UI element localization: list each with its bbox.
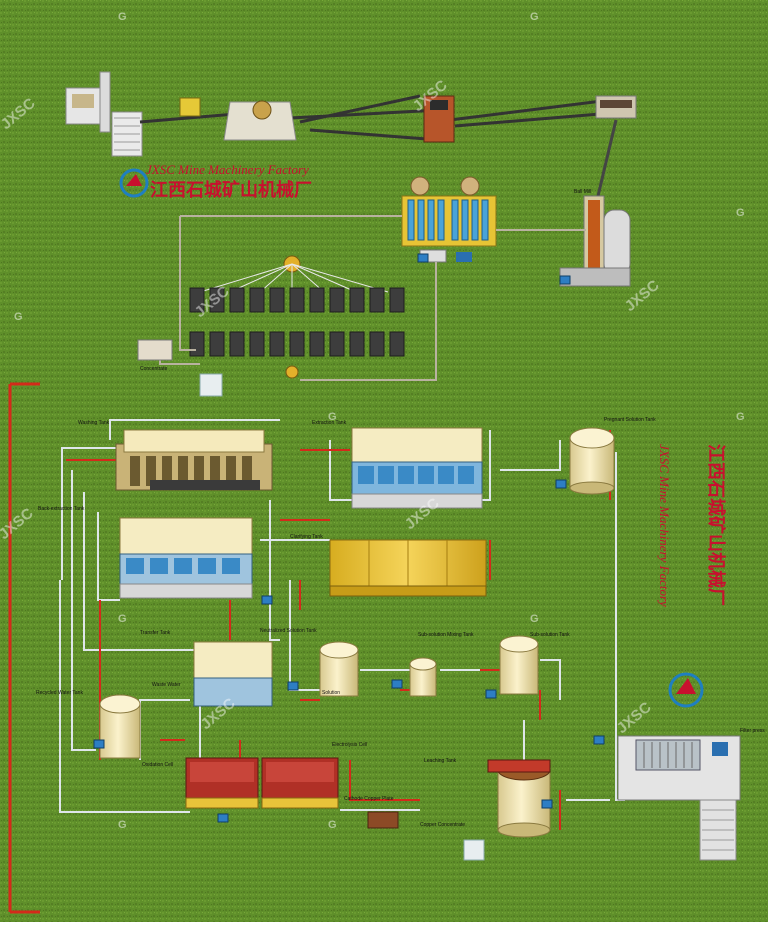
svg-text:G: G xyxy=(328,411,337,423)
filter-press-label: Filter press xyxy=(740,728,765,734)
svg-text:G: G xyxy=(118,819,127,831)
recycled-water-tank-label: Recycled Water Tank xyxy=(36,690,83,696)
washing-tank-label: Washing Tank xyxy=(78,420,110,426)
back-extraction-tank: Back-extraction Tank xyxy=(38,506,253,599)
feed-hopper-building xyxy=(65,71,143,157)
leaching-tank: Leaching Tank xyxy=(424,758,551,838)
filter-press: Filter press xyxy=(617,728,765,861)
concentrate-distributor xyxy=(285,365,299,379)
logo-marks: G G G G G G G G G G xyxy=(14,11,745,831)
pregnant-solution-tank-label: Pregnant Solution Tank xyxy=(604,417,656,423)
clarifying-tank: Clarifying Tank xyxy=(290,534,487,597)
ball-mill-label: Ball Mill xyxy=(574,189,591,195)
leaching-tank-label: Leaching Tank xyxy=(424,758,457,764)
brand-name-en-side: JXSC Mine Machinery Factory xyxy=(657,444,672,607)
conveyor-belts xyxy=(139,94,611,142)
svg-text:G: G xyxy=(118,613,127,625)
cathode-copper-plate xyxy=(367,811,399,829)
svg-text:G: G xyxy=(328,819,337,831)
slurry-distributor xyxy=(199,255,389,293)
electrolysis-cell: Electrolysis Cell xyxy=(261,742,367,809)
extraction-tank-label: Extraction Tank xyxy=(312,420,347,426)
shaking-tables-row-2 xyxy=(189,331,405,357)
svg-text:G: G xyxy=(530,11,539,23)
transfer-tank-label: Transfer Tank xyxy=(140,630,171,636)
white-bucket-bottom xyxy=(463,839,485,861)
cathode-copper-plate-label: Cathode Copper Plate xyxy=(344,796,394,802)
electrolysis-cell-label: Electrolysis Cell xyxy=(332,742,367,748)
cone-crusher-house xyxy=(223,100,297,141)
sub-solution-tank-label: Sub-solution Tank xyxy=(530,632,570,638)
svg-text:G: G xyxy=(118,11,127,23)
white-bucket-top xyxy=(199,373,223,397)
brand-name-cn-side: 江西石城矿山机械厂 xyxy=(705,444,727,606)
recycled-water-tank: Recycled Water Tank xyxy=(36,690,141,759)
brand-name-en-top: JXSC Mine Machinery Factory xyxy=(146,162,309,177)
extraction-tank: Extraction Tank xyxy=(312,420,483,509)
clarifying-tank-label: Clarifying Tank xyxy=(290,534,323,540)
solution-label: Solution xyxy=(322,690,340,696)
transfer-tank: Transfer Tank xyxy=(140,630,273,707)
svg-text:G: G xyxy=(736,207,745,219)
sub-solution-mixing-tank: Sub-solution Mixing Tank xyxy=(409,632,474,697)
fine-ore-bin xyxy=(595,95,637,119)
brand-name-cn-top: 江西石城矿山机械厂 xyxy=(150,179,312,201)
neutralized-solution-tank: Neutralized Solution Tank xyxy=(260,628,359,697)
svg-text:G: G xyxy=(14,311,23,323)
concentrate-box: Concentrate xyxy=(137,339,173,372)
flotation-cells xyxy=(401,176,497,263)
svg-text:G: G xyxy=(736,411,745,423)
back-extraction-tank-label: Back-extraction Tank xyxy=(38,506,85,512)
process-boundary xyxy=(8,382,40,914)
sub-solution-tank: Sub-solution Tank xyxy=(499,632,570,695)
neutralized-solution-tank-label: Neutralized Solution Tank xyxy=(260,628,317,634)
jaw-crusher xyxy=(179,97,201,117)
oxidation-cell-label: Oxidation Cell xyxy=(142,762,173,768)
oxidation-cell: Oxidation Cell xyxy=(142,757,259,809)
shaking-tables-row-1 xyxy=(189,287,405,313)
brand-logo-top xyxy=(119,168,149,198)
screen-tower xyxy=(423,95,455,143)
concentrate-label: Concentrate xyxy=(140,366,167,372)
incline-conveyor xyxy=(596,119,618,197)
brand-logo-side xyxy=(668,672,704,708)
copper-concentrate-label: Copper Concentrate xyxy=(420,822,465,828)
waste-water-label: Waste Water xyxy=(152,682,181,688)
sub-solution-mixing-tank-label: Sub-solution Mixing Tank xyxy=(418,632,474,638)
washing-tank: Washing Tank xyxy=(78,420,273,491)
svg-text:G: G xyxy=(530,613,539,625)
pumps xyxy=(93,253,605,823)
pregnant-solution-tank: Pregnant Solution Tank xyxy=(569,417,656,495)
